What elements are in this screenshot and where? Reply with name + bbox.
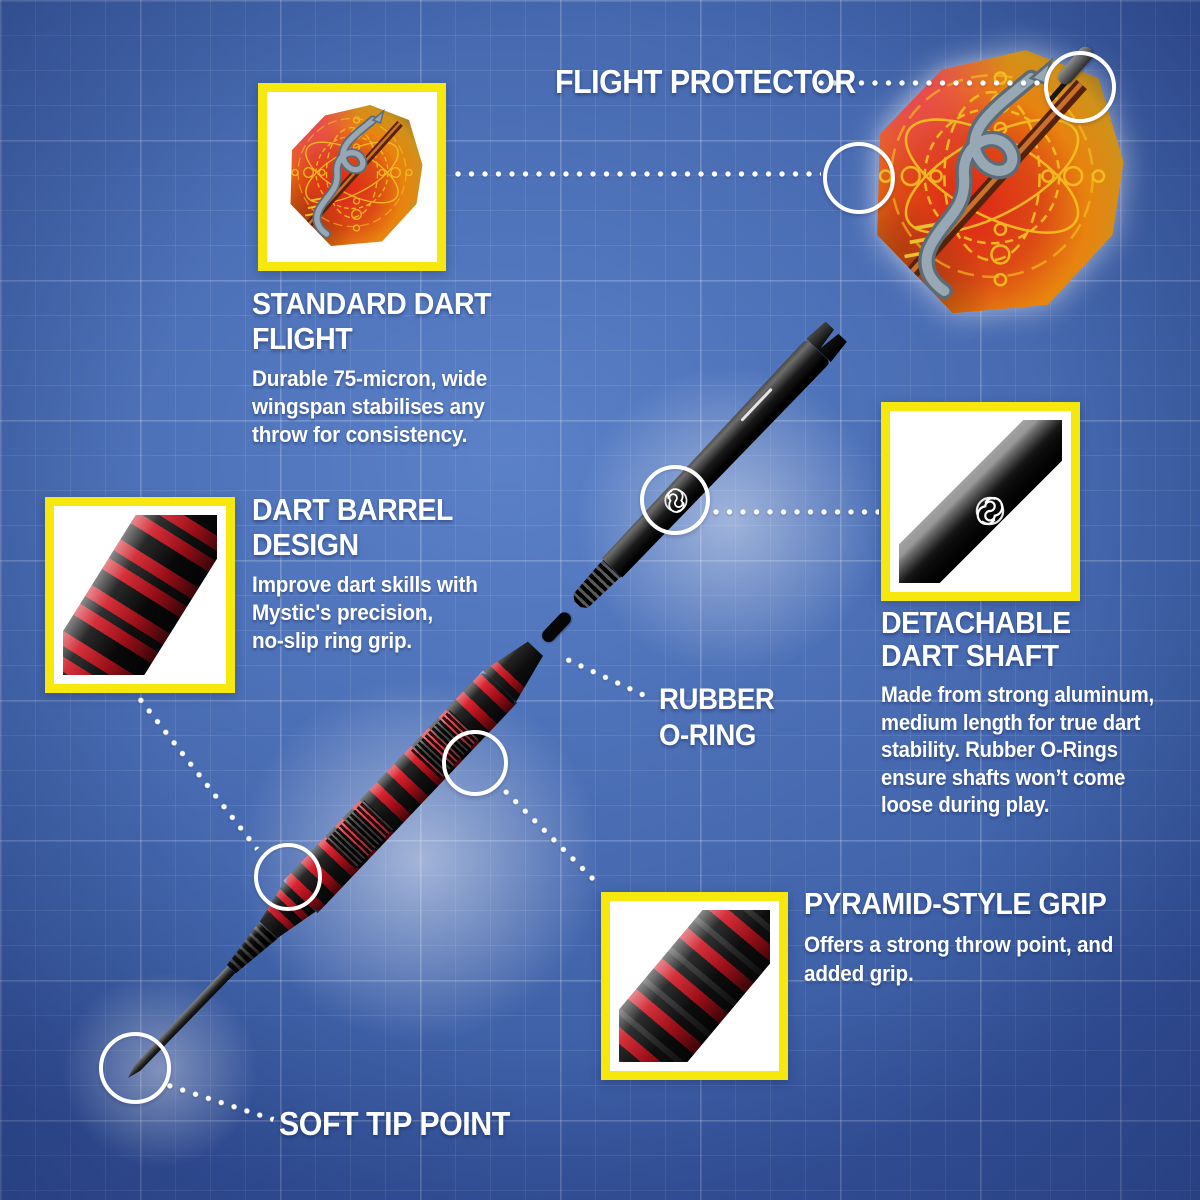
callout-flight-protector: FLIGHT PROTECTOR — [555, 64, 882, 99]
soft-tip-point-title: SOFT TIP POINT — [279, 1105, 510, 1142]
callout-circle-barrel — [254, 843, 322, 911]
callout-circle-flight-protector — [1044, 51, 1116, 123]
pyramid-style-grip-body: Offers a strong throw point, and added g… — [804, 932, 1114, 986]
inset-flight-closeup — [258, 83, 446, 271]
shaft-swirl-logo-icon — [975, 496, 1005, 526]
callout-dart-barrel-design: DART BARREL DESIGN Improve dart skills w… — [252, 492, 572, 655]
flight-protector-title: FLIGHT PROTECTOR — [555, 63, 856, 100]
callout-circle-grip — [442, 730, 508, 796]
callout-rubber-o-ring: RUBBER O-RING — [659, 682, 784, 754]
dart-barrel-design-title: DART BARREL DESIGN — [252, 492, 453, 562]
standard-dart-flight-title: STANDARD DART FLIGHT — [252, 286, 492, 356]
callout-pyramid-style-grip: PYRAMID-STYLE GRIP Offers a strong throw… — [804, 886, 1200, 988]
standard-dart-flight-body: Durable 75-micron, wide wingspan stabili… — [252, 366, 488, 447]
callout-circle-shaft-logo — [640, 465, 710, 535]
callout-circle-flight — [823, 142, 895, 214]
inset-barrel-view — [63, 515, 217, 675]
shaft-slot-highlight — [740, 388, 772, 422]
detachable-dart-shaft-body: Made from strong aluminum, medium length… — [881, 682, 1154, 817]
callout-detachable-dart-shaft: DETACHABLE DART SHAFT Made from strong a… — [881, 606, 1200, 819]
dart-barrel-design-body: Improve dart skills with Mystic's precis… — [252, 572, 478, 653]
flight-thumbnail — [277, 102, 427, 252]
inset-grip-view — [619, 910, 770, 1062]
inset-shaft-closeup — [881, 402, 1080, 601]
grip-closeup-rod — [619, 910, 770, 1062]
inset-shaft-view — [899, 420, 1062, 583]
inset-grip-closeup — [601, 892, 788, 1080]
detachable-dart-shaft-title: DETACHABLE DART SHAFT — [881, 605, 1071, 673]
leader-line-shaft — [713, 509, 879, 515]
barrel-closeup-rod — [63, 515, 217, 675]
rubber-o-ring-title: RUBBER O-RING — [659, 683, 775, 752]
pyramid-style-grip-title: PYRAMID-STYLE GRIP — [804, 886, 1107, 921]
inset-flight-view — [276, 101, 428, 253]
callout-circle-soft-tip — [99, 1032, 171, 1104]
callout-soft-tip-point: SOFT TIP POINT — [279, 1106, 530, 1141]
leader-line-flight — [455, 171, 821, 177]
callout-standard-dart-flight: STANDARD DART FLIGHT Durable 75-micron, … — [252, 286, 572, 449]
inset-barrel-closeup — [45, 497, 235, 693]
